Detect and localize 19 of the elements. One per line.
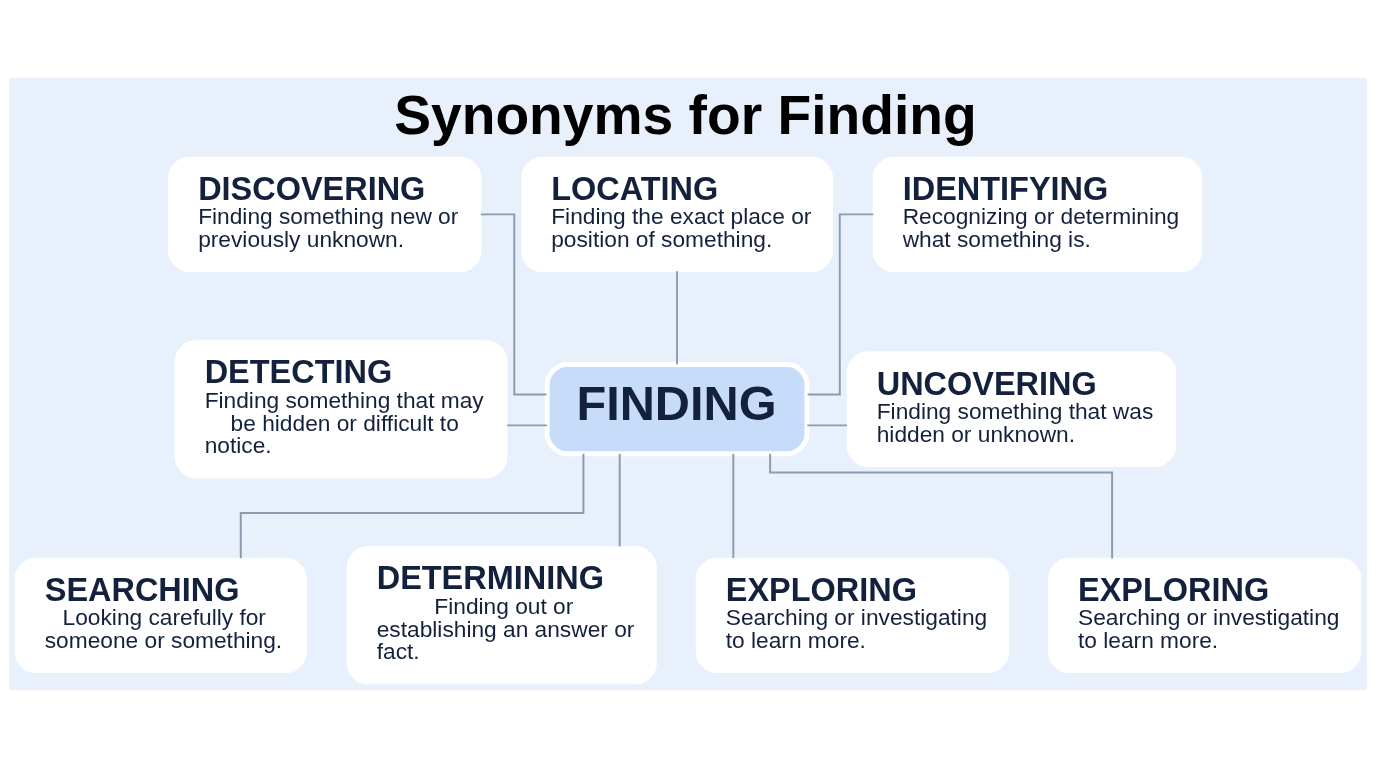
- node-box: DETERMINING Finding out or establishing an answer or fact.: [346, 546, 657, 685]
- connector: [479, 213, 548, 396]
- connector: [806, 424, 848, 427]
- node-box: IDENTIFYING Recognizing or determining what something is.: [872, 156, 1203, 272]
- node-box: DETECTING Finding something that may be hidden or difficult to notice.: [174, 340, 508, 479]
- node-box: LOCATING Finding the exact place or position of something.: [521, 156, 833, 272]
- connector: [506, 424, 548, 427]
- node-box: EXPLORING Searching or investigating to learn more.: [695, 557, 1009, 673]
- connector: [732, 452, 735, 560]
- node-box: DISCOVERING Finding something new or previously unknown.: [168, 156, 482, 272]
- node-box: FINDING: [544, 362, 810, 457]
- diagram-title: Synonyms for Finding: [394, 83, 977, 146]
- node-box: UNCOVERING Finding something that was hidden or unknown.: [846, 351, 1177, 467]
- connector: [239, 452, 585, 560]
- node-box: EXPLORING Searching or investigating to learn more.: [1048, 557, 1362, 673]
- connector: [806, 213, 875, 396]
- node-box: SEARCHING Looking carefully for someone or something.: [14, 557, 307, 673]
- connector: [618, 452, 621, 548]
- connector: [676, 270, 678, 366]
